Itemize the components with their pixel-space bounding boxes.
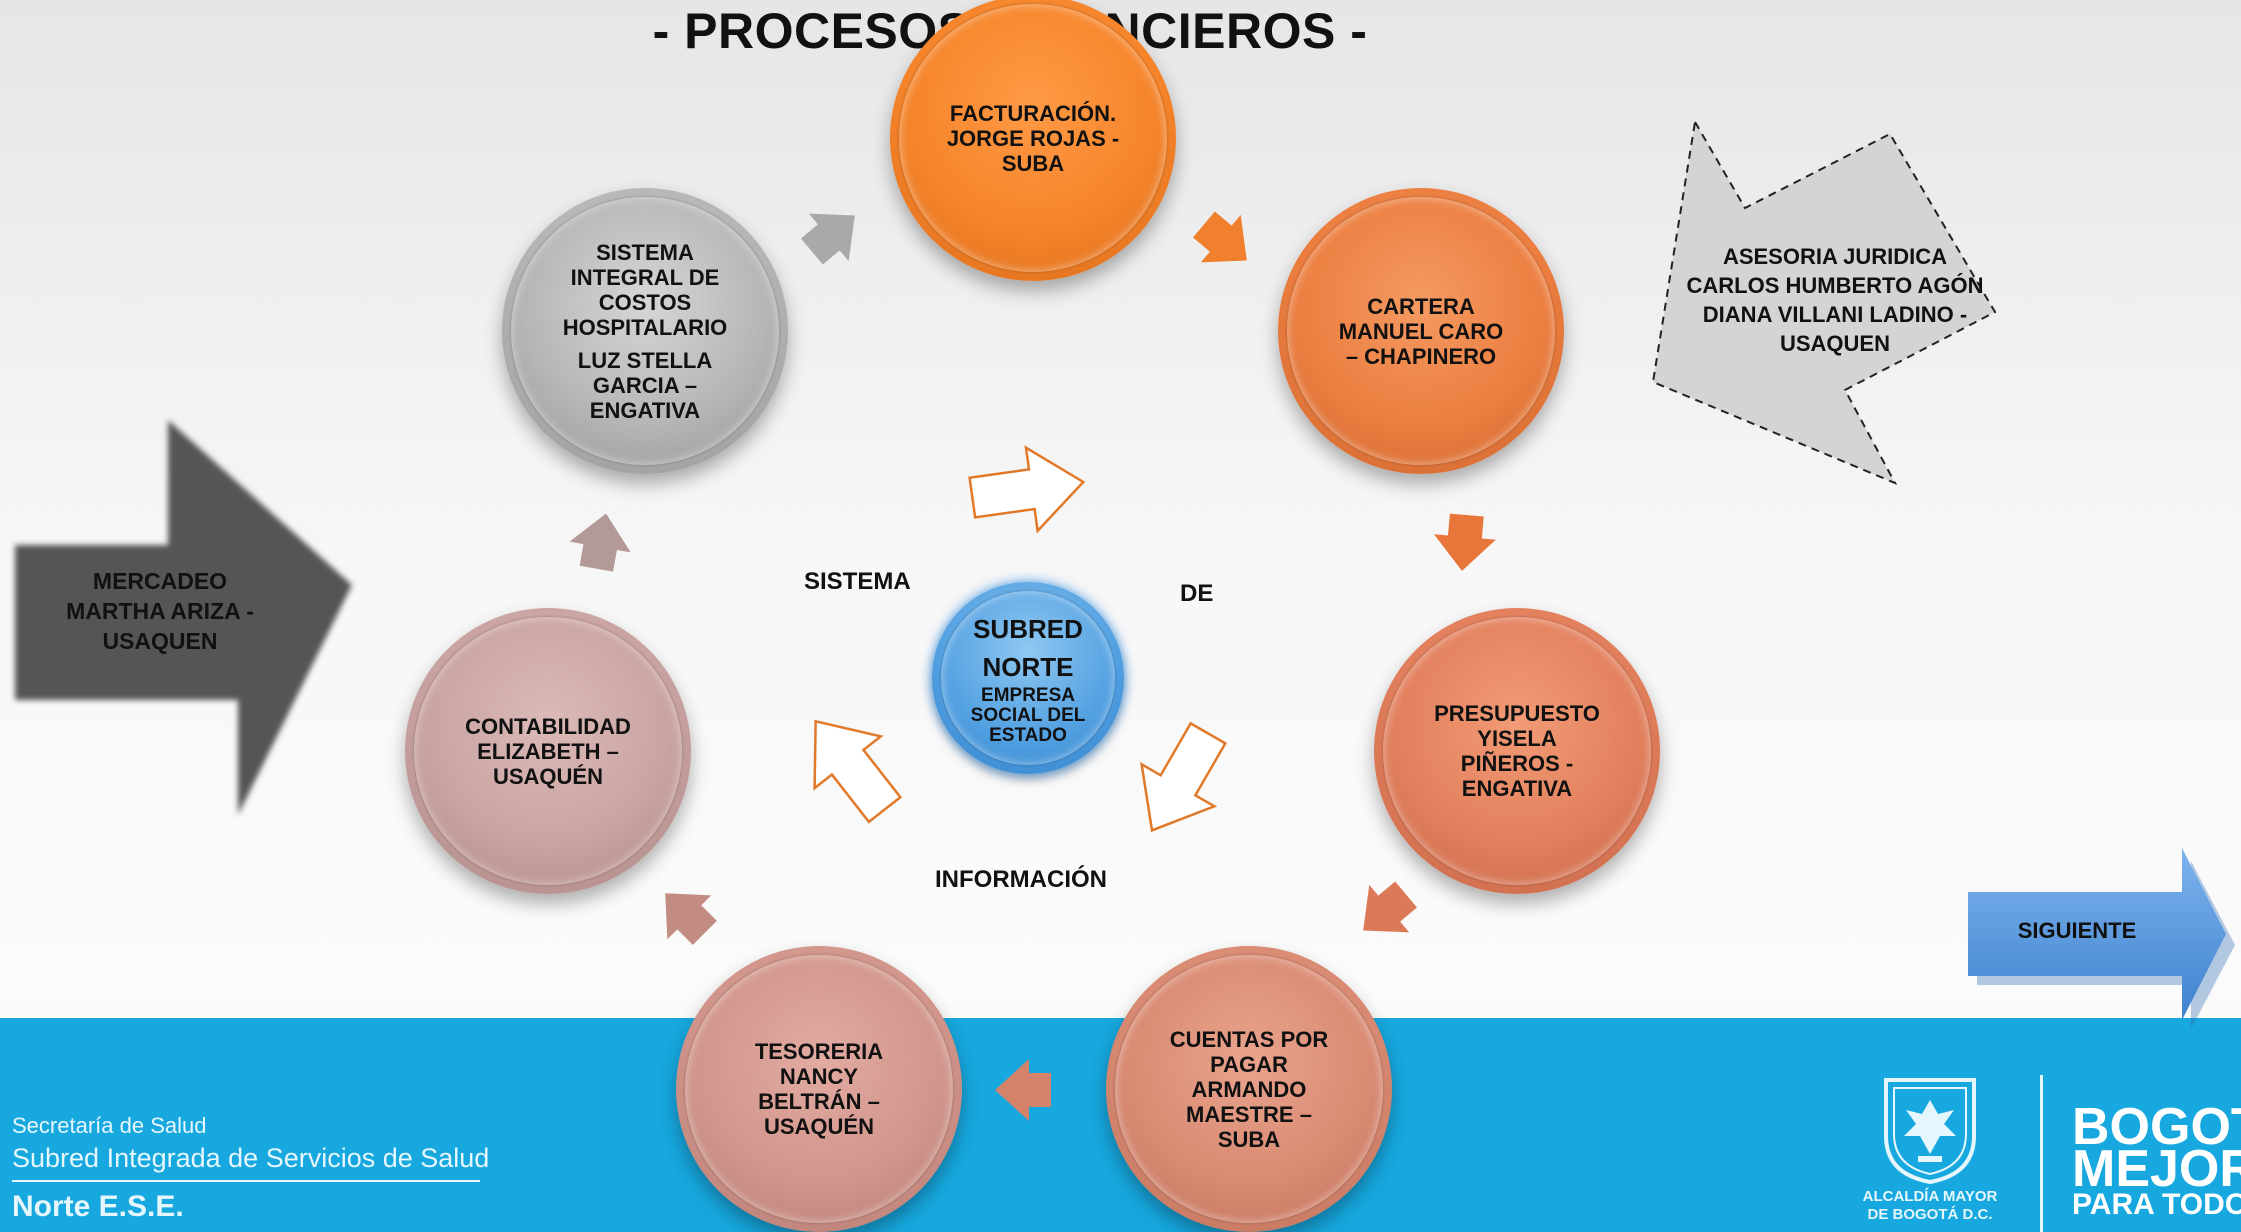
cycle-arrow-left: [813, 719, 903, 824]
siguiente-arrow-shape: [1968, 848, 2235, 1029]
connector-arrow-tesoreria-contabilidad: [665, 893, 717, 945]
sistema-costos-circle: SISTEMA INTEGRAL DE COSTOS HOSPITALARIO …: [502, 188, 788, 474]
bogota-line: PARA TODOS: [2072, 1188, 2241, 1221]
facturacion-line: SUBA: [1001, 150, 1065, 176]
mercadeo-line: MARTHA ARIZA -: [66, 598, 254, 624]
cycle-label-de: DE: [1180, 580, 1214, 607]
cycle-arrow-top: [968, 445, 1086, 534]
cartera-line: – CHAPINERO: [1345, 343, 1497, 369]
alcaldia-line: ALCALDÍA MAYOR: [1862, 1188, 1998, 1205]
sistema-line: GARCIA –: [592, 372, 698, 398]
center-line: SUBRED: [973, 614, 1083, 644]
cuentas-line: SUBA: [1217, 1126, 1281, 1152]
presupuesto-circle: PRESUPUESTO YISELA PIÑEROS - ENGATIVA: [1374, 608, 1660, 894]
connector-arrow-contabilidad-sistema: [569, 513, 631, 572]
norte-text: Norte E.S.E.: [12, 1190, 184, 1223]
bogota-line: BOGOTÁ: [2072, 1098, 2241, 1156]
bogota-line: MEJOR: [2072, 1140, 2241, 1198]
bogota-mejor-logo: BOGOTÁ MEJOR PARA TODOS: [2072, 1098, 2241, 1221]
asesoria-line: USAQUEN: [1779, 331, 1890, 356]
bogota-shield-icon: [1884, 1078, 1976, 1184]
facturacion-circle: FACTURACIÓN. JORGE ROJAS - SUBA: [890, 0, 1176, 281]
center-line: NORTE: [982, 652, 1074, 682]
cycle-label-sistema: SISTEMA: [804, 568, 911, 595]
connector-arrow-cuentas-tesoreria: [995, 1059, 1051, 1121]
contabilidad-line: USAQUÉN: [492, 763, 603, 789]
presupuesto-line: YISELA: [1477, 726, 1557, 751]
cuentas-por-pagar-circle: CUENTAS POR PAGAR ARMANDO MAESTRE – SUBA: [1106, 946, 1392, 1232]
sistema-line: COSTOS: [598, 289, 692, 315]
subred-norte-center-circle: SUBRED NORTE EMPRESA SOCIAL DEL ESTADO: [932, 582, 1124, 774]
center-line: EMPRESA: [981, 685, 1075, 706]
siguiente-button[interactable]: SIGUIENTE: [2017, 918, 2137, 943]
connector-arrow-presupuesto-cuentas: [1363, 881, 1418, 933]
cartera-circle: CARTERA MANUEL CARO – CHAPINERO: [1278, 188, 1564, 474]
cartera-line: MANUEL CARO: [1338, 318, 1504, 344]
sistema-line: LUZ STELLA: [577, 347, 713, 373]
sistema-line: INTEGRAL DE: [570, 264, 720, 290]
asesoria-juridica-text: ASESORIA JURIDICA CARLOS HUMBERTO AGÓN D…: [1660, 242, 2010, 358]
tesoreria-line: TESORERIA: [754, 1039, 884, 1064]
tesoreria-line: USAQUÉN: [763, 1114, 874, 1139]
facturacion-line: JORGE ROJAS -: [946, 125, 1120, 151]
asesoria-line: DIANA VILLANI LADINO -: [1702, 302, 1968, 327]
facturacion-line: FACTURACIÓN.: [949, 100, 1117, 126]
presupuesto-line: PIÑEROS -: [1460, 751, 1574, 776]
tesoreria-circle: TESORERIA NANCY BELTRÁN – USAQUÉN: [676, 946, 962, 1232]
tesoreria-line: BELTRÁN –: [758, 1089, 880, 1114]
asesoria-line: CARLOS HUMBERTO AGÓN: [1686, 273, 1984, 298]
presupuesto-line: PRESUPUESTO: [1434, 701, 1600, 726]
contabilidad-circle: CONTABILIDAD ELIZABETH – USAQUÉN: [405, 608, 691, 894]
cartera-line: CARTERA: [1367, 293, 1475, 319]
mercadeo-line: USAQUEN: [102, 628, 218, 654]
contabilidad-line: CONTABILIDAD: [465, 713, 631, 739]
connector-arrow-sistema-facturacion: [800, 213, 855, 265]
asesoria-line: ASESORIA JURIDICA: [1722, 244, 1948, 269]
center-line: SOCIAL DEL: [970, 705, 1086, 726]
contabilidad-line: ELIZABETH –: [477, 738, 619, 764]
footer-divider: [2040, 1075, 2043, 1232]
cuentas-line: CUENTAS POR: [1169, 1026, 1329, 1052]
asesoria-arrow: [1651, 119, 1997, 486]
cuentas-line: ARMANDO: [1191, 1076, 1307, 1102]
tesoreria-line: NANCY: [779, 1064, 859, 1089]
connector-arrow-cartera-presupuesto: [1434, 513, 1496, 571]
mercadeo-text: MERCADEO MARTHA ARIZA - USAQUEN: [20, 566, 300, 656]
sistema-line: ENGATIVA: [589, 397, 701, 423]
mercadeo-line: MERCADEO: [92, 568, 228, 594]
cuentas-line: MAESTRE –: [1186, 1101, 1312, 1127]
alcaldia-line: DE BOGOTÁ D.C.: [1867, 1206, 1993, 1223]
sistema-line: HOSPITALARIO: [562, 314, 728, 340]
secretaria-text: Secretaría de Salud: [12, 1113, 207, 1138]
cycle-arrow-right: [1139, 721, 1228, 833]
cycle-label-informacion: INFORMACIÓN: [935, 866, 1107, 893]
alcaldia-text: ALCALDÍA MAYOR DE BOGOTÁ D.C.: [1842, 1188, 2018, 1224]
connector-arrow-facturacion-cartera: [1192, 211, 1247, 263]
subred-text: Subred Integrada de Servicios de Salud: [12, 1143, 490, 1173]
sistema-line: SISTEMA: [596, 239, 694, 265]
center-line: ESTADO: [989, 725, 1067, 746]
mercadeo-arrow: [15, 420, 352, 815]
presupuesto-line: ENGATIVA: [1461, 776, 1573, 801]
secretaria-logo: Secretaría de Salud Subred Integrada de …: [12, 1112, 489, 1226]
cuentas-line: PAGAR: [1210, 1051, 1288, 1077]
